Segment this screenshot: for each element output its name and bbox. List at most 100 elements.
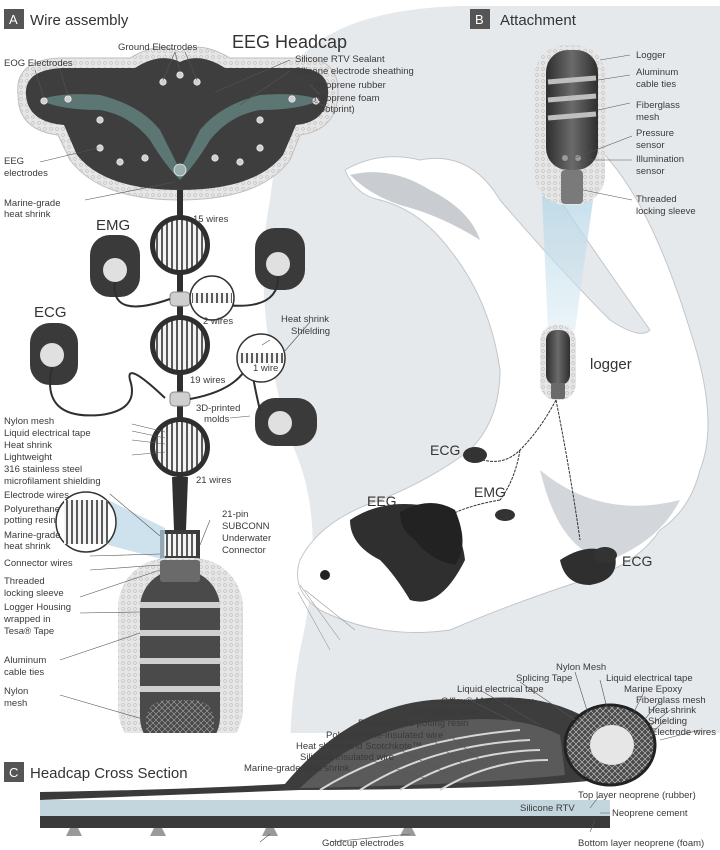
- cross-section-wires: [319, 729, 549, 791]
- label-microfilament: microfilament shielding: [4, 476, 101, 487]
- label-aluminum: Aluminum: [4, 655, 46, 666]
- badge-b: [470, 9, 490, 29]
- panel-a-title: Wire assembly: [30, 12, 129, 29]
- seal-wires: [449, 399, 581, 541]
- label-nylon-mesh-c: Nylon Mesh: [556, 662, 606, 673]
- panel-c-title: Headcap Cross Section: [30, 765, 188, 782]
- label-molds: molds: [204, 414, 230, 425]
- label-locking-sleeve-b: locking sleeve: [636, 206, 696, 217]
- label-cable-ties-b: cable ties: [636, 79, 676, 90]
- label-foam: Neoprene foam: [314, 93, 380, 104]
- label-ecg-top: ECG: [430, 442, 460, 458]
- label-heat-shrink-2: heat shrink: [4, 541, 51, 552]
- label-nylon: Nylon: [4, 686, 28, 697]
- headcap-electrodes: [40, 71, 320, 177]
- label-subconn: SUBCONN: [222, 521, 270, 532]
- label-potting-resin: potting resin: [4, 515, 56, 526]
- label-19-wires: 19 wires: [190, 375, 226, 386]
- label-neoprene-cement: Neoprene cement: [612, 808, 688, 819]
- emg-electrode: [495, 509, 515, 521]
- ecg-pad-right: [255, 398, 317, 446]
- label-heat-shrink: Heat shrink: [4, 440, 52, 451]
- label-logger-body: logger: [590, 356, 632, 373]
- label-eeg-b: EEG: [367, 493, 397, 509]
- emg-pad-right: [255, 228, 305, 290]
- label-liquid-tape: Liquid electrical tape: [4, 428, 91, 439]
- ecg-electrode-bottom: [593, 547, 617, 563]
- label-lightweight: Lightweight: [4, 452, 52, 463]
- logger-ties: [547, 75, 597, 121]
- logger-small-sleeve: [551, 383, 565, 399]
- label-eeg: EEG: [4, 156, 24, 167]
- badge-a: [4, 9, 24, 29]
- cable-to-connector: [172, 477, 188, 530]
- label-cable-ties: cable ties: [4, 667, 44, 678]
- label-marine-grade: Marine-grade: [4, 198, 61, 209]
- label-liquid-tape-right: Liquid electrical tape: [606, 673, 693, 684]
- label-threaded: Threaded: [4, 576, 45, 587]
- label-316-steel: 316 stainless steel: [4, 464, 82, 475]
- label-tesa-tape: Tesa® Tape: [4, 626, 54, 637]
- label-pu-wire: Polyurethane-insulated wire: [326, 730, 443, 741]
- label-3d-printed: 3D-printed: [196, 403, 240, 414]
- subconn-pins: [164, 534, 196, 556]
- label-heat-shrink-c: Heat shrink: [648, 705, 696, 716]
- label-underwater: Underwater: [222, 533, 271, 544]
- badge-c: [4, 762, 24, 782]
- label-sensor-b-2: sensor: [636, 166, 665, 177]
- connector-ecg: [169, 391, 191, 407]
- label-ground-electrodes: Ground Electrodes: [118, 42, 197, 53]
- bundle-19: [150, 315, 210, 375]
- ecg-electrode-top: [463, 447, 487, 463]
- label-locking-sleeve: locking sleeve: [4, 588, 64, 599]
- bundle-21: [150, 417, 210, 477]
- label-fiberglass-b: Fiberglass: [636, 100, 680, 111]
- badge-c-text: C: [9, 765, 18, 780]
- headcap-rubber: [25, 58, 329, 191]
- headcap-sheathing: [40, 94, 320, 180]
- bottom-neoprene-layer: [40, 816, 610, 828]
- ecg-lead-left: [49, 366, 166, 417]
- label-silicone-rtv: Silicone RTV: [520, 803, 575, 814]
- label-ecg: ECG: [34, 304, 67, 321]
- label-liquid-tape-left: Liquid electrical tape: [457, 684, 544, 695]
- label-nylon-mesh: Nylon mesh: [4, 416, 54, 427]
- label-rtv: Silicone RTV Sealant: [295, 54, 385, 65]
- label-goldcup: Goldcup electrodes: [322, 838, 404, 849]
- cable-core: [590, 725, 634, 765]
- label-illumination-b: Illumination: [636, 154, 684, 165]
- seal-belly-shade: [540, 470, 680, 560]
- label-eog: EOG Electrodes: [4, 58, 73, 69]
- label-bottom-layer: Bottom layer neoprene (foam): [578, 838, 704, 849]
- label-2-wires: 2 wires: [203, 316, 233, 327]
- label-foam-footprint: (footprint): [314, 104, 355, 115]
- label-aluminum-b: Aluminum: [636, 67, 678, 78]
- goldcup-electrodes-shapes: [66, 828, 416, 836]
- potting-beam: [108, 500, 165, 560]
- logger-sleeve: [160, 560, 200, 582]
- headcap-title: EEG Headcap: [232, 32, 347, 52]
- label-silicone-wire: Silicone insulated wire: [300, 752, 394, 763]
- label-3d-printed-mold: 3D Printed mold: [411, 707, 479, 718]
- label-marine-epoxy: Marine Epoxy: [624, 684, 682, 695]
- label-top-layer: Top layer neoprene (rubber): [578, 790, 696, 801]
- label-21-wires: 21 wires: [196, 475, 232, 486]
- label-electrode-wires: Electrode wires: [4, 490, 69, 501]
- zoom-2-wires-cable: [192, 293, 232, 303]
- panel-b-title: Attachment: [500, 12, 577, 29]
- label-pressure-b: Pressure: [636, 128, 674, 139]
- label-sensor-b: sensor: [636, 140, 665, 151]
- eeg-headcap-on-seal: [400, 502, 463, 565]
- label-sheathing: Silicone electrode sheathing: [295, 66, 414, 77]
- badge-b-text: B: [475, 12, 484, 27]
- label-heat-shrink-zoom: Heat shrink: [281, 314, 329, 325]
- zoom-1-wire-cable: [238, 353, 284, 363]
- badge-a-text: A: [9, 12, 18, 27]
- label-splicing-tape: Splicing Tape: [516, 673, 572, 684]
- emg-pad-left: [90, 235, 140, 297]
- silicone-rtv-layer: [40, 800, 610, 816]
- label-1-wire: 1 wire: [253, 363, 278, 374]
- label-shielding-c: Shielding: [648, 716, 687, 727]
- threaded-sleeve: [561, 170, 583, 204]
